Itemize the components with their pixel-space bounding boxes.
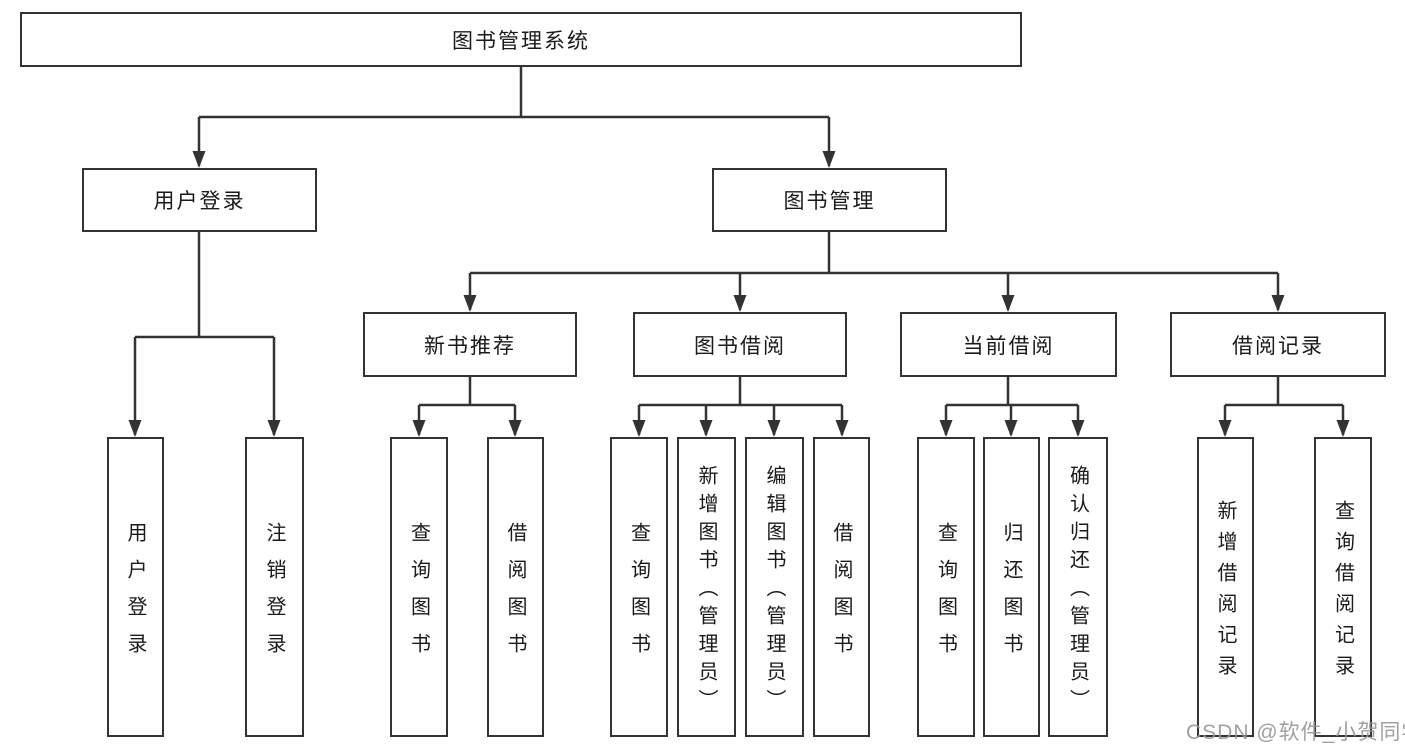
leaf-bb-edit-book-admin-label: 编辑图书（管理员） [763,465,785,717]
leaf-nbr-borrow-book-label: 借阅图书 [504,521,526,670]
node-current-borrow: 当前借阅 [900,312,1117,377]
leaf-bb-query-book-label: 查询图书 [627,521,650,670]
leaf-br-add-record-label: 新增借阅记录 [1214,499,1236,686]
leaf-logout: 注销登录 [245,437,304,737]
node-root-label: 图书管理系统 [452,29,590,53]
node-borrow-record: 借阅记录 [1170,312,1386,377]
node-book-borrow: 图书借阅 [633,312,847,377]
node-book-management: 图书管理 [712,168,947,232]
node-borrow-record-label: 借阅记录 [1232,334,1324,358]
arrowhead-icons [128,151,1350,437]
node-current-borrow-label: 当前借阅 [962,334,1055,358]
leaf-cb-query-book-label: 查询图书 [934,521,957,670]
node-user-login: 用户登录 [82,168,317,232]
leaf-br-query-record: 查询借阅记录 [1314,437,1372,737]
node-root: 图书管理系统 [20,12,1022,67]
leaf-nbr-query-book-label: 查询图书 [407,521,430,670]
leaf-bb-edit-book-admin: 编辑图书（管理员） [745,437,804,737]
leaf-cb-confirm-return-admin-label: 确认归还（管理员） [1066,465,1089,717]
leaf-bb-add-book-admin-label: 新增图书（管理员） [695,465,717,717]
leaf-bb-borrow-book: 借阅图书 [813,437,870,737]
leaf-user-login: 用户登录 [107,437,164,737]
leaf-bb-query-book: 查询图书 [610,437,668,737]
leaf-cb-return-book: 归还图书 [983,437,1040,737]
leaf-br-query-record-label: 查询借阅记录 [1331,499,1354,686]
leaf-nbr-query-book: 查询图书 [390,437,448,737]
node-book-borrow-label: 图书借阅 [694,334,786,358]
leaf-cb-return-book-label: 归还图书 [1000,521,1022,670]
leaf-bb-add-book-admin: 新增图书（管理员） [677,437,736,737]
leaf-cb-confirm-return-admin: 确认归还（管理员） [1048,437,1108,737]
leaf-br-add-record: 新增借阅记录 [1197,437,1254,737]
node-book-management-label: 图书管理 [783,190,876,213]
leaf-bb-borrow-book-label: 借阅图书 [830,521,852,670]
leaf-cb-query-book: 查询图书 [917,437,975,737]
leaf-user-login-label: 用户登录 [124,521,146,670]
leaf-nbr-borrow-book: 借阅图书 [487,437,544,737]
node-new-book-recommend-label: 新书推荐 [424,334,516,358]
leaf-logout-label: 注销登录 [263,521,285,670]
node-user-login-label: 用户登录 [153,190,246,213]
csdn-watermark: CSDN @软件_小贺同学 [1186,721,1405,744]
node-new-book-recommend: 新书推荐 [363,312,577,377]
